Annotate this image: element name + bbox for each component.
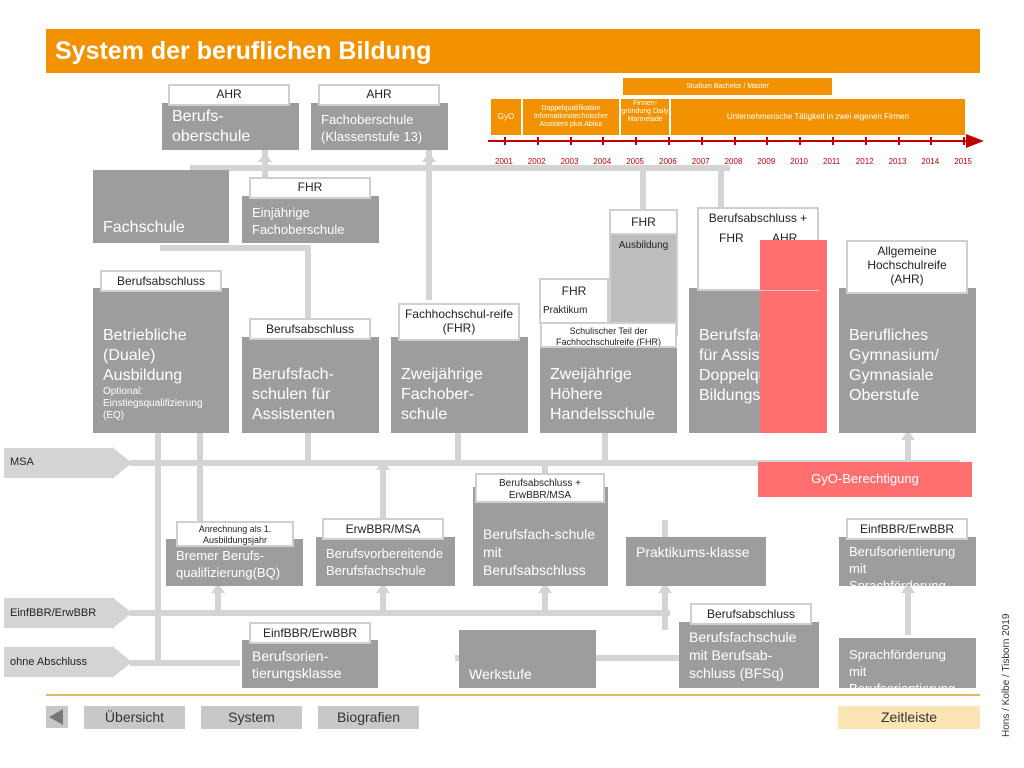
label-bo-spr: EinfBBR/ErwBBR (846, 518, 968, 540)
timeline-year: 2013 (888, 157, 907, 166)
timeline-year: 2004 (593, 157, 612, 166)
label-bok: EinfBBR/ErwBBR (249, 622, 371, 644)
box-fachschule[interactable]: Fachschule (93, 170, 229, 243)
label-bos-ahr: AHR (168, 84, 290, 106)
timeline-tick (897, 137, 900, 145)
timeline-tick (799, 137, 802, 145)
timeline-year: 2006 (659, 157, 677, 166)
timeline-unternehmer: Unternehmerische Tätigkeit in zwei eigen… (670, 98, 966, 136)
timeline-tick (963, 137, 966, 145)
credit: Hons / Kolbe / Tisborn 2019 (1001, 613, 1012, 737)
timeline-arrowhead (966, 134, 984, 148)
timeline-doppel: Doppelqualifikation Informationstechnisc… (522, 98, 620, 136)
timeline-year: 2005 (626, 157, 644, 166)
nav-biografien[interactable]: Biografien (318, 706, 419, 729)
timeline-tick (930, 137, 933, 145)
timeline-year: 2015 (954, 157, 972, 166)
label-bfsq: Berufsabschluss (690, 603, 812, 625)
timeline-year: 2008 (724, 157, 743, 166)
side-msa: MSA (4, 448, 114, 478)
timeline-year: 2003 (560, 157, 579, 166)
box-berufsorientierungsklasse[interactable]: Berufsorien-tierungsklasse (242, 640, 378, 688)
side-ohne: ohne Abschluss (4, 647, 114, 677)
box-berufsvorbereitende-bfs[interactable]: Berufsvorbereitende Berufsfachschule (316, 537, 455, 586)
timeline-gyo: GyO (490, 98, 522, 136)
timeline-tick (733, 137, 736, 145)
timeline-year: 2009 (757, 157, 776, 166)
box-einjaehrige-fos[interactable]: Einjährige Fachoberschule (242, 196, 379, 243)
box-bfs-assistenten[interactable]: Berufsfach-schulen für Assistenten (242, 337, 379, 433)
label-efos-fhr: FHR (249, 177, 371, 199)
label-bg-ahr: Allgemeine Hochschulreife (AHR) (846, 240, 968, 294)
timeline-year: 2010 (790, 157, 808, 166)
box-doppel-red-top (760, 240, 827, 290)
timeline-year: 2014 (921, 157, 940, 166)
label-bfs-ass-berufsabschluss: Berufsabschluss (249, 318, 371, 340)
timeline-year: 2002 (527, 157, 546, 166)
timeline-tick (569, 137, 572, 145)
back-arrow-icon[interactable] (46, 706, 68, 728)
label-duale-berufsabschluss: Berufsabschluss (100, 270, 222, 292)
box-duale-ausbildung[interactable]: Betriebliche (Duale) Ausbildung Optional… (93, 288, 229, 433)
box-berufliches-gymnasium[interactable]: Berufliches Gymnasium/ Gymnasiale Oberst… (839, 288, 976, 433)
timeline-tick (504, 137, 506, 145)
timeline-tick (700, 137, 703, 145)
label-zhhs-fhr: FHR Praktikum (539, 278, 609, 324)
side-einf: EinfBBR/ErwBBR (4, 598, 114, 628)
label-zhhs-ausb-fhr: FHR (609, 209, 678, 235)
timeline-tick (832, 137, 834, 145)
timeline-tick (635, 137, 638, 145)
box-zhhs-ausbildung[interactable]: Ausbildung (609, 232, 678, 336)
label-bq-anrechnung: Anrechnung als 1. Ausbildungsjahr (176, 521, 294, 547)
timeline-studium: Studium Bachelor / Master (622, 77, 833, 96)
box-werkstufe[interactable]: Werkstufe (459, 630, 596, 688)
timeline-tick (536, 137, 539, 145)
label-bvb: ErwBBR/MSA (322, 518, 444, 540)
nav-system[interactable]: System (201, 706, 302, 729)
box-berufsoberschule[interactable]: Berufs-oberschule (162, 103, 299, 150)
footer-divider (46, 694, 980, 696)
label-bfs-ba: Berufsabschluss + ErwBBR/MSA (475, 473, 605, 503)
box-sprachfoerderung-bo[interactable]: Sprachförderung mit Berufsorientierung (839, 638, 976, 688)
page-title: System der beruflichen Bildung (46, 29, 980, 73)
timeline-tick (668, 137, 670, 145)
box-hoehere-handelsschule[interactable]: Zweijährige Höhere Handelsschule (540, 337, 677, 433)
label-fos13-ahr: AHR (318, 84, 440, 106)
timeline-year: 2001 (495, 157, 513, 166)
box-fachoberschule-13[interactable]: Fachoberschule (Klassenstufe 13) (311, 103, 448, 150)
timeline-tick (864, 137, 867, 145)
timeline-year: 2012 (855, 157, 874, 166)
box-bfsq[interactable]: Berufsfachschule mit Berufsab-schluss (B… (679, 622, 819, 688)
label-zfos-fhr: Fachhochschul-reife (FHR) (398, 303, 520, 341)
timeline-tick (602, 137, 605, 145)
box-gyo-berechtigung[interactable]: GyO-Berechtigung (758, 462, 972, 497)
timeline-year: 2007 (691, 157, 710, 166)
timeline-axis (488, 140, 968, 142)
label-zhhs-schul: Schulischer Teil der Fachhochschulreife … (540, 322, 677, 348)
timeline-firmen: Firmen-gründung Daily Marmelade (620, 98, 670, 136)
box-bo-sprachfoerderung[interactable]: Berufsorientierung mit Sprachförderung (839, 537, 976, 586)
nav-zeitleiste[interactable]: Zeitleiste (838, 706, 980, 729)
timeline-year: 2011 (823, 157, 841, 166)
timeline-tick (766, 137, 769, 145)
nav-uebersicht[interactable]: Übersicht (84, 706, 185, 729)
box-zweijaehrige-fos[interactable]: Zweijährige Fachober-schule (391, 337, 528, 433)
box-praktikumsklasse[interactable]: Praktikums-klasse (626, 537, 766, 586)
box-bfs-berufsabschluss[interactable]: Berufsfach-schule mit Berufsabschluss (473, 487, 608, 586)
